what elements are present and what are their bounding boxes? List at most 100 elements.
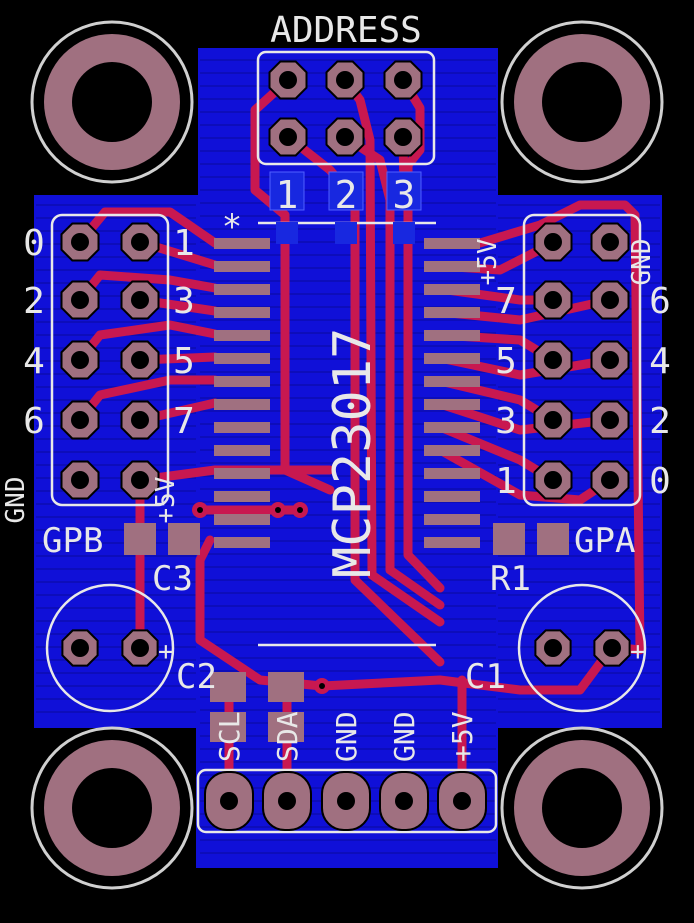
pin-label: 3 bbox=[173, 281, 195, 322]
smd-pad bbox=[210, 672, 246, 702]
connector-pin bbox=[379, 771, 429, 831]
mounting-hole bbox=[500, 20, 664, 184]
pin-label: 2 bbox=[23, 281, 45, 322]
gpa-pin bbox=[590, 400, 630, 440]
ic-pin bbox=[214, 445, 270, 456]
gpb-label: GPB bbox=[42, 521, 103, 561]
bottom-pin-label: +5V bbox=[446, 711, 479, 762]
gpb-pin bbox=[120, 222, 160, 262]
via-hole bbox=[197, 507, 203, 513]
bottom-pin-label: SDA bbox=[271, 711, 304, 762]
ic-pin bbox=[214, 514, 270, 525]
addr-label-1: 1 bbox=[276, 173, 299, 217]
via-hole bbox=[319, 683, 325, 689]
smd-pad bbox=[268, 672, 304, 702]
smd-pad bbox=[210, 712, 246, 742]
connector-pin bbox=[262, 771, 312, 831]
c2-plus: + bbox=[158, 637, 174, 667]
via-hole bbox=[275, 507, 281, 513]
r1-label: R1 bbox=[490, 559, 531, 599]
gpa-pin bbox=[533, 400, 573, 440]
ic-pin bbox=[214, 468, 270, 479]
pin-label: +5V bbox=[473, 239, 503, 286]
gpb-pin bbox=[120, 280, 160, 320]
gpb-pin bbox=[60, 222, 100, 262]
jumper-pad bbox=[393, 222, 415, 244]
pin-label: 5 bbox=[173, 341, 195, 382]
ic-pin bbox=[424, 330, 480, 341]
pin-label: 6 bbox=[649, 281, 671, 322]
ic-pin bbox=[214, 330, 270, 341]
mounting-hole bbox=[30, 726, 194, 890]
gpb-pin bbox=[60, 400, 100, 440]
smd-pad bbox=[268, 712, 304, 742]
gpa-pin bbox=[590, 340, 630, 380]
pin-label: 2 bbox=[649, 401, 671, 442]
ic-pin bbox=[214, 307, 270, 318]
pin-label: GND bbox=[627, 239, 657, 286]
ic-pin bbox=[424, 445, 480, 456]
ic-pin bbox=[214, 422, 270, 433]
smd-pad bbox=[537, 523, 569, 555]
ic-pin bbox=[424, 376, 480, 387]
pin1-marker: * bbox=[222, 207, 242, 247]
pin-label: +5V bbox=[151, 477, 181, 524]
via-hole bbox=[297, 507, 303, 513]
pin-label: 6 bbox=[23, 401, 45, 442]
address-pin bbox=[268, 117, 308, 157]
ic-pin bbox=[214, 261, 270, 272]
gpa-pin bbox=[533, 340, 573, 380]
ic-pin bbox=[424, 422, 480, 433]
gpa-pin bbox=[590, 460, 630, 500]
ic-pin bbox=[424, 238, 480, 249]
jumper-pad bbox=[328, 171, 364, 211]
ic-pin bbox=[424, 537, 480, 548]
ic-pin bbox=[424, 399, 480, 410]
ic-pin bbox=[214, 399, 270, 410]
address-pin bbox=[383, 60, 423, 100]
gpa-pin bbox=[533, 460, 573, 500]
c1-pad bbox=[534, 629, 572, 667]
connector-pin bbox=[204, 771, 254, 831]
pin-label: 7 bbox=[495, 281, 517, 322]
ic-pin bbox=[424, 284, 480, 295]
c2-label: C2 bbox=[176, 657, 217, 697]
pin-label: 4 bbox=[23, 341, 45, 382]
gpb-pin bbox=[60, 460, 100, 500]
smd-pad bbox=[168, 523, 200, 555]
ic-pin bbox=[424, 261, 480, 272]
pin-label: 7 bbox=[173, 401, 195, 442]
gpb-pin bbox=[120, 340, 160, 380]
addr-label-2: 2 bbox=[335, 173, 358, 217]
c1-pad bbox=[593, 629, 631, 667]
address-pin bbox=[268, 60, 308, 100]
pin-label: GND bbox=[1, 477, 31, 524]
ic-pin bbox=[424, 514, 480, 525]
pin-label: 4 bbox=[649, 341, 671, 382]
smd-pad bbox=[493, 523, 525, 555]
ic-pin bbox=[214, 353, 270, 364]
pin-label: 5 bbox=[495, 341, 517, 382]
mounting-hole bbox=[30, 20, 194, 184]
ic-pin bbox=[214, 491, 270, 502]
address-pin bbox=[325, 117, 365, 157]
ic-pin bbox=[424, 353, 480, 364]
gpb-pin bbox=[60, 280, 100, 320]
jumper-pad bbox=[269, 171, 305, 211]
pin-label: 0 bbox=[23, 223, 45, 264]
gpb-pin bbox=[120, 400, 160, 440]
smd-pad bbox=[124, 523, 156, 555]
ic-pin bbox=[424, 491, 480, 502]
gpa-label: GPA bbox=[574, 521, 635, 561]
address-title: ADDRESS bbox=[270, 10, 422, 51]
connector-pin bbox=[437, 771, 487, 831]
jumper-pad bbox=[335, 222, 357, 244]
gpb-pin bbox=[60, 340, 100, 380]
gpa-pin bbox=[590, 280, 630, 320]
